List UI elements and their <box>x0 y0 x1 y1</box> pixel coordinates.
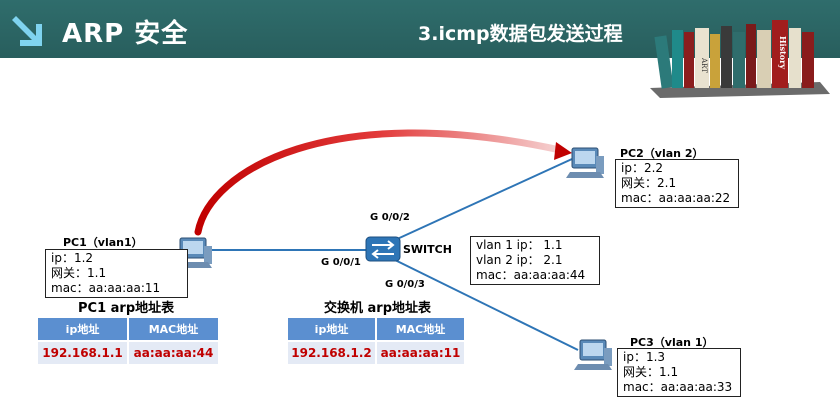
pc3-label: PC3（vlan 1） <box>630 336 714 349</box>
switch-arp-table-title: 交换机 arp地址表 <box>324 301 432 316</box>
pc3-info-box: ip：1.3 网关：1.1 mac：aa:aa:aa:33 <box>617 348 741 397</box>
switch-vlan2-ip: vlan 2 ip： 2.1 <box>476 253 563 267</box>
pc1-arp-header-ip: ip地址 <box>38 318 127 340</box>
pc2-gateway: 网关：2.1 <box>621 176 677 190</box>
pc3-ip: ip：1.3 <box>623 350 666 364</box>
pc3-computer-icon <box>574 339 612 370</box>
port-label-g003: G 0/0/3 <box>385 279 425 290</box>
book-label-history: History <box>778 36 788 69</box>
table-row: 192.168.1.1 aa:aa:aa:44 <box>38 342 218 364</box>
switch-label: SWITCH <box>403 243 452 256</box>
pc3-gateway: 网关：1.1 <box>623 365 679 379</box>
pc1-gateway: 网关：1.1 <box>51 266 107 280</box>
port-label-g001: G 0/0/1 <box>321 257 361 268</box>
pc1-info-box: ip：1.2 网关：1.1 mac：aa:aa:aa:11 <box>45 249 188 298</box>
switch-vlan1-ip: vlan 1 ip： 1.1 <box>476 238 563 252</box>
pc1-arp-cell-ip: 192.168.1.1 <box>38 342 127 364</box>
books-illustration: ART History <box>650 20 830 98</box>
page-subtitle: 3.icmp数据包发送过程 <box>418 23 623 45</box>
pc1-arp-cell-mac: aa:aa:aa:44 <box>129 342 218 364</box>
pc1-mac: mac：aa:aa:aa:11 <box>51 281 161 295</box>
switch-arp-cell-ip: 192.168.1.2 <box>288 342 375 364</box>
page-title: ARP 安全 <box>62 19 189 49</box>
port-label-g002: G 0/0/2 <box>370 212 410 223</box>
pc3-mac: mac：aa:aa:aa:33 <box>623 380 733 394</box>
book-label-art: ART <box>700 57 708 73</box>
link-switch-pc2 <box>394 158 573 241</box>
switch-arp-cell-mac: aa:aa:aa:11 <box>377 342 464 364</box>
pc2-mac: mac：aa:aa:aa:22 <box>621 191 731 205</box>
pc1-arp-table: ip地址 MAC地址 192.168.1.1 aa:aa:aa:44 <box>36 318 220 364</box>
switch-icon <box>365 236 401 262</box>
pc1-label: PC1（vlan1） <box>63 236 143 249</box>
switch-arp-table: ip地址 MAC地址 192.168.1.2 aa:aa:aa:11 <box>286 318 466 364</box>
switch-arp-header-mac: MAC地址 <box>377 318 464 340</box>
pc2-label: PC2（vlan 2） <box>620 147 704 160</box>
pc2-info-box: ip：2.2 网关：2.1 mac：aa:aa:aa:22 <box>615 159 739 208</box>
pc1-arp-table-title: PC1 arp地址表 <box>78 301 175 316</box>
packet-arrowhead <box>554 142 572 160</box>
switch-arp-header-ip: ip地址 <box>288 318 375 340</box>
pc1-ip: ip：1.2 <box>51 251 94 265</box>
table-row: 192.168.1.2 aa:aa:aa:11 <box>288 342 464 364</box>
pc2-ip: ip：2.2 <box>621 161 664 175</box>
pc1-arp-header-mac: MAC地址 <box>129 318 218 340</box>
switch-mac: mac：aa:aa:aa:44 <box>476 268 586 282</box>
arrow-icon <box>12 16 42 46</box>
switch-info-box: vlan 1 ip： 1.1 vlan 2 ip： 2.1 mac：aa:aa:… <box>470 236 600 285</box>
pc2-computer-icon <box>566 147 604 178</box>
